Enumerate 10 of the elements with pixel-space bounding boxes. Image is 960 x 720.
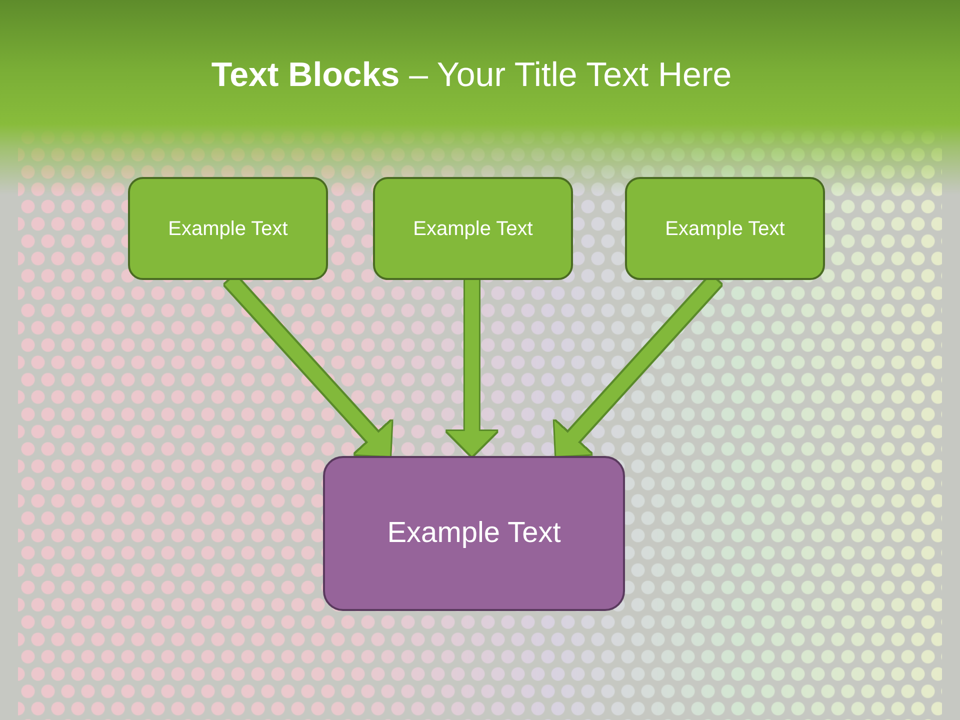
process-box xyxy=(373,177,573,280)
box-text: Example Text xyxy=(665,216,785,240)
process-box xyxy=(128,177,328,280)
box-text: Example Text xyxy=(387,516,561,551)
process-box xyxy=(323,456,625,611)
process-box xyxy=(625,177,825,280)
title: Text Blocks – Your Title Text Here xyxy=(210,55,733,96)
box-text: Example Text xyxy=(413,216,533,240)
box-text: Example Text xyxy=(168,216,288,240)
arrow xyxy=(446,280,497,456)
